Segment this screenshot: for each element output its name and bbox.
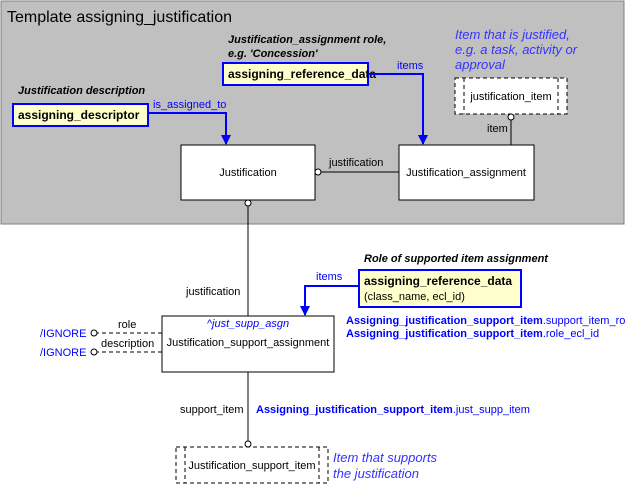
note-justified-item-line3: approval <box>455 57 506 72</box>
description-label: description <box>101 338 154 350</box>
justification-support-item-label: Justification_support_item <box>188 460 315 472</box>
justification-item-box[interactable] <box>454 77 568 115</box>
note-supported-item-role: Role of supported item assignment <box>364 253 549 265</box>
assigning-descriptor-box[interactable] <box>12 103 149 127</box>
is-assigned-to-label: is_assigned_to <box>153 99 226 111</box>
is-assigned-to-arrow <box>148 112 231 145</box>
items-top-label: items <box>397 60 424 72</box>
mapping-3-rest: .just_supp_item <box>453 404 530 416</box>
justification-support-assignment-label: Justification_support_assignment <box>167 337 330 349</box>
mapping-support-item-role: Assigning_justification_support_item.sup… <box>346 315 626 327</box>
description-connector-end <box>90 348 98 356</box>
item-label: item <box>487 123 508 135</box>
justification-support-item-box[interactable] <box>175 446 329 484</box>
role-label: role <box>118 319 136 331</box>
items-bottom-arrow <box>300 285 359 316</box>
note-justified-item-line1: Item that is justified, <box>455 27 570 42</box>
ignore-1-label: /IGNORE <box>40 328 86 340</box>
ignore-2-label: /IGNORE <box>40 347 86 359</box>
assigning-descriptor-label: assigning_descriptor <box>18 108 140 122</box>
justification-assignment-label: Justification_assignment <box>406 167 526 179</box>
assigning-reference-data-bottom-params: (class_name, ecl_id) <box>364 291 465 303</box>
assigning-reference-data-top-label: assigning_reference_data <box>228 67 376 81</box>
justification-vertical-connector-end <box>244 199 252 207</box>
support-item-label: support_item <box>180 404 244 416</box>
role-connector-end <box>90 329 98 337</box>
mapping-just-supp-item: Assigning_justification_support_item.jus… <box>256 404 530 416</box>
justification-attr-label: justification <box>328 157 383 169</box>
justification-attr-connector-end <box>314 168 322 176</box>
mapping-2-bold: Assigning_justification_support_item <box>346 328 543 340</box>
note-supporting-item-line2: the justification <box>333 466 419 481</box>
note-assignment-role-line2: e.g. 'Concession' <box>228 48 318 60</box>
items-bottom-label: items <box>316 271 343 283</box>
justification-support-assignment-ref: ^just_supp_asgn <box>207 318 289 330</box>
justification-box[interactable] <box>180 144 316 201</box>
justification-vertical-label: justification <box>185 286 240 298</box>
note-justification-description: Justification description <box>18 85 145 97</box>
template-title: Template assigning_justification <box>7 9 232 26</box>
item-connector-end <box>507 113 515 121</box>
note-supporting-item-line1: Item that supports <box>333 450 438 465</box>
assigning-reference-data-bottom-label: assigning_reference_data <box>364 274 512 288</box>
mapping-3-bold: Assigning_justification_support_item <box>256 404 453 416</box>
items-top-arrow <box>368 73 428 145</box>
justification-label: Justification <box>219 167 276 179</box>
mapping-1-rest: .support_item_role <box>543 315 626 327</box>
justification-item-label: justification_item <box>469 91 551 103</box>
mapping-role-ecl-id: Assigning_justification_support_item.rol… <box>346 328 599 340</box>
note-justified-item-line2: e.g. a task, activity or <box>455 42 578 57</box>
note-assignment-role-line1: Justification_assignment role, <box>228 34 386 46</box>
assigning-reference-data-bottom-box[interactable] <box>358 269 522 308</box>
support-item-connector-end <box>244 440 252 448</box>
mapping-1-bold: Assigning_justification_support_item <box>346 315 543 327</box>
mapping-2-rest: .role_ecl_id <box>543 328 599 340</box>
